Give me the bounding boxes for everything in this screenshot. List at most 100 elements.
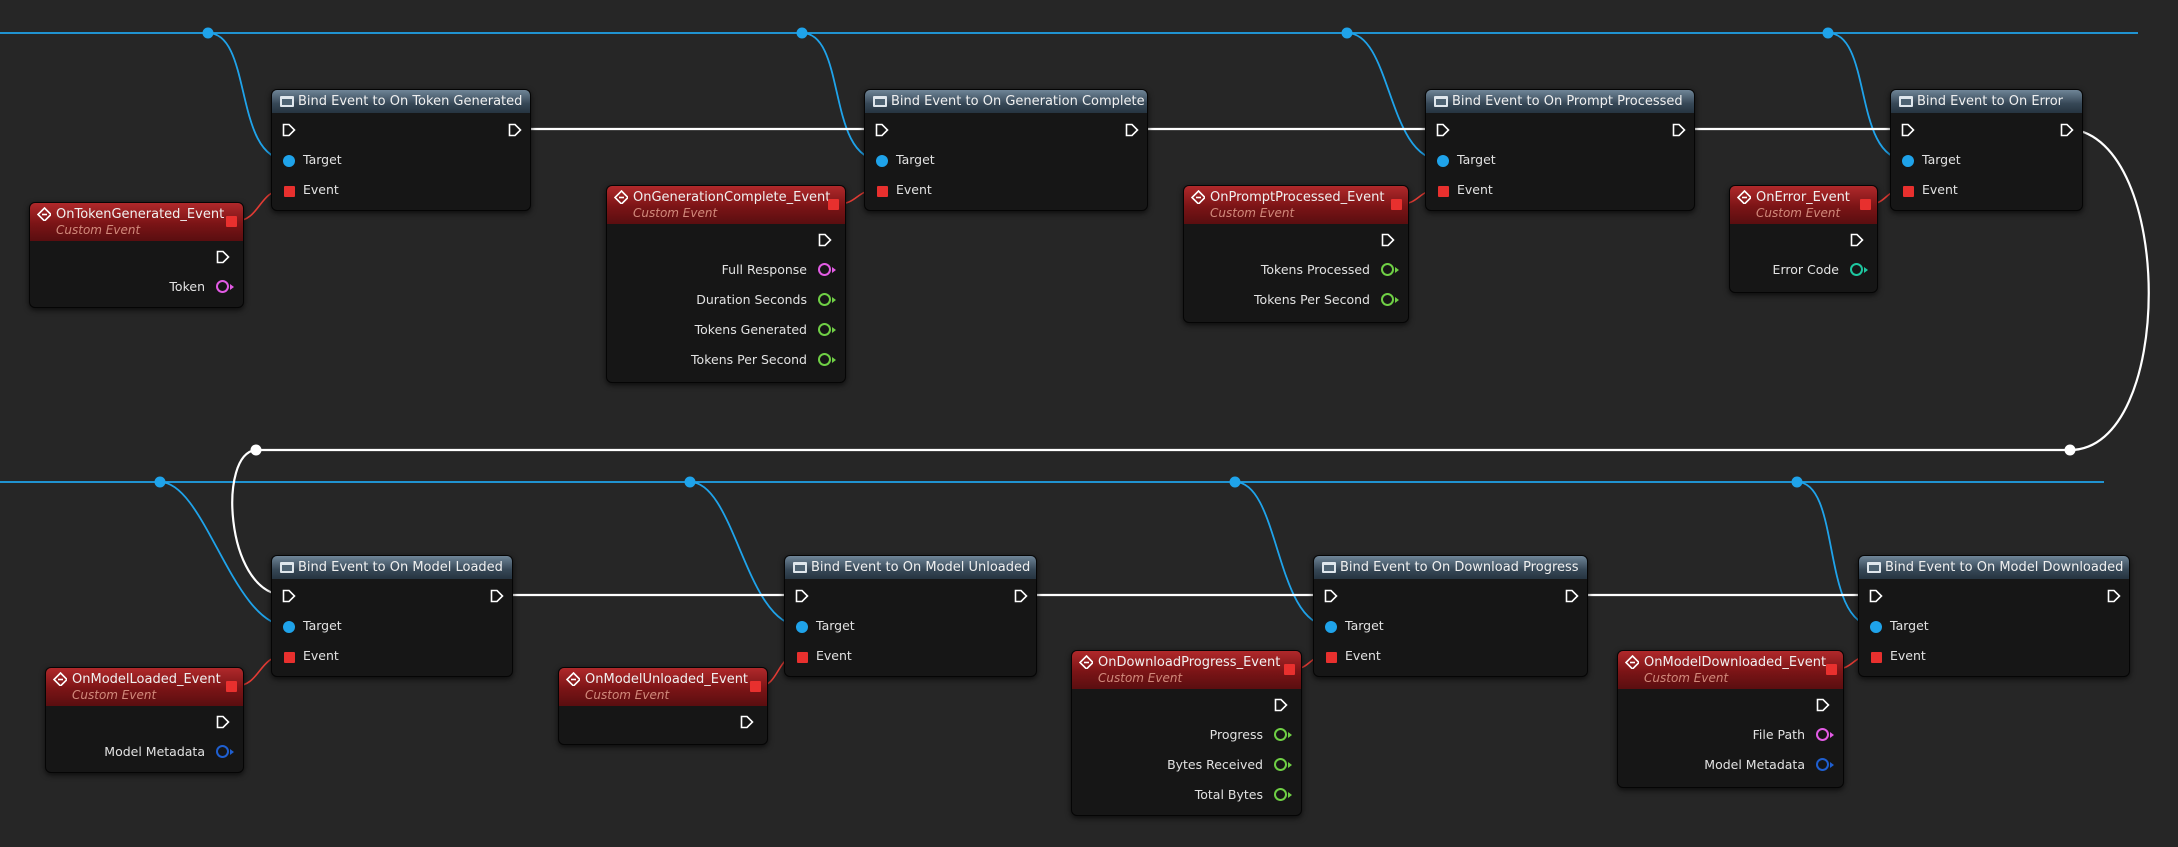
reroute-node[interactable] xyxy=(1822,27,1834,39)
wire[interactable] xyxy=(2069,127,2150,452)
delegate-output-pin[interactable] xyxy=(226,216,237,227)
exec-output-pin[interactable] xyxy=(216,715,230,729)
exec-output-pin[interactable] xyxy=(1672,123,1686,137)
node-header[interactable]: Bind Event to On Error xyxy=(1891,90,2082,113)
node-header[interactable]: Bind Event to On Generation Complete xyxy=(865,90,1147,113)
event-delegate-pin[interactable] xyxy=(284,652,295,663)
exec-input-pin[interactable] xyxy=(1901,123,1915,137)
delegate-output-pin[interactable] xyxy=(1284,664,1295,675)
param-output-pin[interactable] xyxy=(818,323,836,336)
exec-output-pin[interactable] xyxy=(1381,233,1395,247)
param-output-pin[interactable] xyxy=(1816,758,1834,771)
exec-output-pin[interactable] xyxy=(1125,123,1139,137)
reroute-node[interactable] xyxy=(684,476,696,488)
node-header[interactable]: Bind Event to On Model Downloaded xyxy=(1859,556,2129,579)
delegate-output-pin[interactable] xyxy=(750,681,761,692)
wire[interactable] xyxy=(1234,481,1331,627)
exec-output-pin[interactable] xyxy=(490,589,504,603)
target-pin[interactable] xyxy=(796,621,808,633)
param-output-pin[interactable] xyxy=(1274,728,1292,741)
reroute-node[interactable] xyxy=(202,27,214,39)
target-pin[interactable] xyxy=(283,621,295,633)
param-output-pin[interactable] xyxy=(1274,788,1292,801)
param-output-pin[interactable] xyxy=(818,263,836,276)
exec-input-pin[interactable] xyxy=(282,123,296,137)
node-header[interactable]: Bind Event to On Download Progress xyxy=(1314,556,1587,579)
wire[interactable] xyxy=(1827,32,1908,161)
exec-reroute-node[interactable] xyxy=(2064,444,2076,456)
reroute-node[interactable] xyxy=(796,27,808,39)
exec-output-pin[interactable] xyxy=(216,250,230,264)
exec-input-pin[interactable] xyxy=(795,589,809,603)
delegate-output-pin[interactable] xyxy=(1826,664,1837,675)
event-delegate-pin[interactable] xyxy=(797,652,808,663)
param-output-pin[interactable] xyxy=(1274,758,1292,771)
wire[interactable] xyxy=(159,481,289,627)
node-header[interactable]: Bind Event to On Model Loaded xyxy=(272,556,512,579)
param-output-pin[interactable] xyxy=(1381,263,1399,276)
delegate-output-pin[interactable] xyxy=(828,199,839,210)
exec-output-pin[interactable] xyxy=(1816,698,1830,712)
param-output-pin[interactable] xyxy=(1381,293,1399,306)
node-header[interactable]: Bind Event to On Prompt Processed xyxy=(1426,90,1694,113)
exec-input-pin[interactable] xyxy=(1324,589,1338,603)
exec-output-pin[interactable] xyxy=(2060,123,2074,137)
reroute-node[interactable] xyxy=(1341,27,1353,39)
exec-output-pin[interactable] xyxy=(508,123,522,137)
reroute-node[interactable] xyxy=(1229,476,1241,488)
wire[interactable] xyxy=(231,448,283,597)
wire[interactable] xyxy=(1346,32,1443,161)
node-header[interactable]: Bind Event to On Model Unloaded xyxy=(785,556,1036,579)
exec-output-pin[interactable] xyxy=(1014,589,1028,603)
exec-input-pin[interactable] xyxy=(875,123,889,137)
wire[interactable] xyxy=(689,481,802,627)
delegate-output-pin[interactable] xyxy=(1391,199,1402,210)
target-pin[interactable] xyxy=(876,155,888,167)
wire[interactable] xyxy=(207,32,289,161)
param-output-pin[interactable] xyxy=(216,745,234,758)
event-delegate-pin[interactable] xyxy=(877,186,888,197)
exec-input-pin[interactable] xyxy=(1436,123,1450,137)
param-output-pin[interactable] xyxy=(1816,728,1834,741)
exec-reroute-node[interactable] xyxy=(250,444,262,456)
reroute-node[interactable] xyxy=(1791,476,1803,488)
wire[interactable] xyxy=(801,32,882,161)
target-pin[interactable] xyxy=(1437,155,1449,167)
param-output-pin[interactable] xyxy=(216,280,234,293)
exec-input-pin[interactable] xyxy=(282,589,296,603)
exec-output-pin[interactable] xyxy=(1565,589,1579,603)
wire[interactable] xyxy=(1796,481,1876,627)
event-delegate-pin[interactable] xyxy=(1326,652,1337,663)
param-output-pin[interactable] xyxy=(818,293,836,306)
target-pin[interactable] xyxy=(1870,621,1882,633)
exec-output-pin[interactable] xyxy=(2107,589,2121,603)
event-delegate-pin[interactable] xyxy=(1903,186,1914,197)
event-delegate-pin[interactable] xyxy=(1438,186,1449,197)
target-pin[interactable] xyxy=(283,155,295,167)
delegate-output-pin[interactable] xyxy=(226,681,237,692)
param-output-pin[interactable] xyxy=(818,353,836,366)
